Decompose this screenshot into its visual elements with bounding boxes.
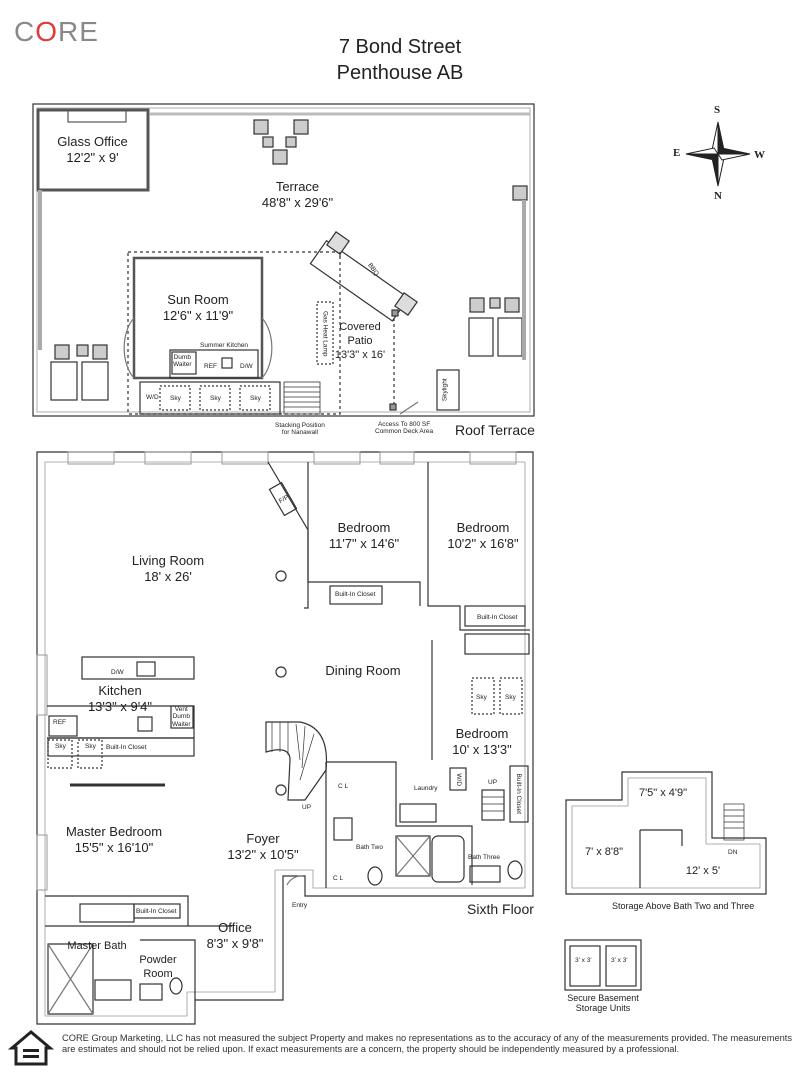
dining-room-label: Dining Room [325, 663, 401, 678]
built-in-closet-5: Built-In Closet [514, 773, 522, 814]
summer-kitchen-label: Summer Kitchen [200, 342, 249, 349]
basement-unit-1: 3' x 3' [575, 957, 592, 964]
bedroom-sky-1: Sky [476, 694, 487, 701]
basement-storage-outline [564, 939, 642, 991]
roof-terrace-outline [32, 103, 535, 417]
compass-w: W [754, 149, 765, 161]
roof-sky-3: Sky [250, 395, 261, 402]
master-bath-label: Master Bath [67, 940, 127, 952]
compass-icon [685, 121, 751, 187]
kitchen-ref-label: REF [53, 719, 66, 726]
roof-dw-label: D/W [240, 363, 253, 370]
stair-up-label-2: UP [488, 779, 498, 786]
compass-n: N [714, 190, 722, 202]
storage-caption: Storage Above Bath Two and Three [612, 901, 755, 911]
roof-wd-label: W/D [146, 394, 159, 401]
kitchen-island [81, 656, 195, 680]
sixth-floor-outline [36, 451, 534, 1025]
basement-unit-2: 3' x 3' [611, 957, 628, 964]
bath-two-label: Bath Two [356, 844, 383, 851]
kitchen-sky-1: Sky [55, 743, 66, 750]
roof-sky-1: Sky [170, 395, 181, 402]
built-in-closet-3: Built-In Closet [106, 744, 147, 751]
built-in-closet-4: Built-In Closet [136, 908, 177, 915]
address-title: 7 Bond Street [338, 36, 462, 58]
unit-title: Penthouse AB [336, 62, 464, 84]
roof-ref-label: REF [204, 363, 217, 370]
closet-cl-1: C L [338, 783, 349, 790]
roof-sky-2: Sky [210, 395, 221, 402]
storage-room-2: 7' x 8'8" [584, 846, 624, 858]
bath-three-label: Bath Three [468, 854, 501, 861]
bbq-counter [309, 239, 410, 322]
gas-heat-lamp-label: Gas Heat Lamp [321, 310, 329, 357]
core-logo: CORE [14, 16, 99, 47]
closet-cl-2: C L [333, 875, 344, 882]
equal-housing-icon [7, 1030, 55, 1066]
kitchen-sky-2: Sky [85, 743, 96, 750]
storage-room-1: 7'5" x 4'9" [638, 787, 688, 799]
roof-parapet [36, 107, 531, 413]
entry-label: Entry [292, 902, 308, 909]
stair-up-label: UP [302, 804, 312, 811]
laundry-label: Laundry [414, 785, 438, 792]
storage-room-3: 12' x 5' [685, 865, 721, 877]
skylight-label: Skylight [441, 378, 449, 402]
storage-outline [565, 771, 767, 895]
roof-terrace-section: Roof Terrace [455, 422, 535, 438]
compass-s: S [714, 104, 721, 116]
sixth-floor-section: Sixth Floor [467, 901, 534, 917]
disclaimer-text: CORE Group Marketing, LLC has not measur… [62, 1033, 793, 1055]
built-in-closet-1: Built-In Closet [335, 591, 376, 598]
compass-e: E [673, 147, 681, 159]
kitchen-dw-label: D/W [111, 669, 124, 676]
storage-dn-label: DN [728, 849, 738, 856]
built-in-closet-2: Built-In Closet [477, 614, 518, 621]
bedroom-sky-2: Sky [505, 694, 516, 701]
sixth-wd-label: W/D [455, 773, 463, 787]
